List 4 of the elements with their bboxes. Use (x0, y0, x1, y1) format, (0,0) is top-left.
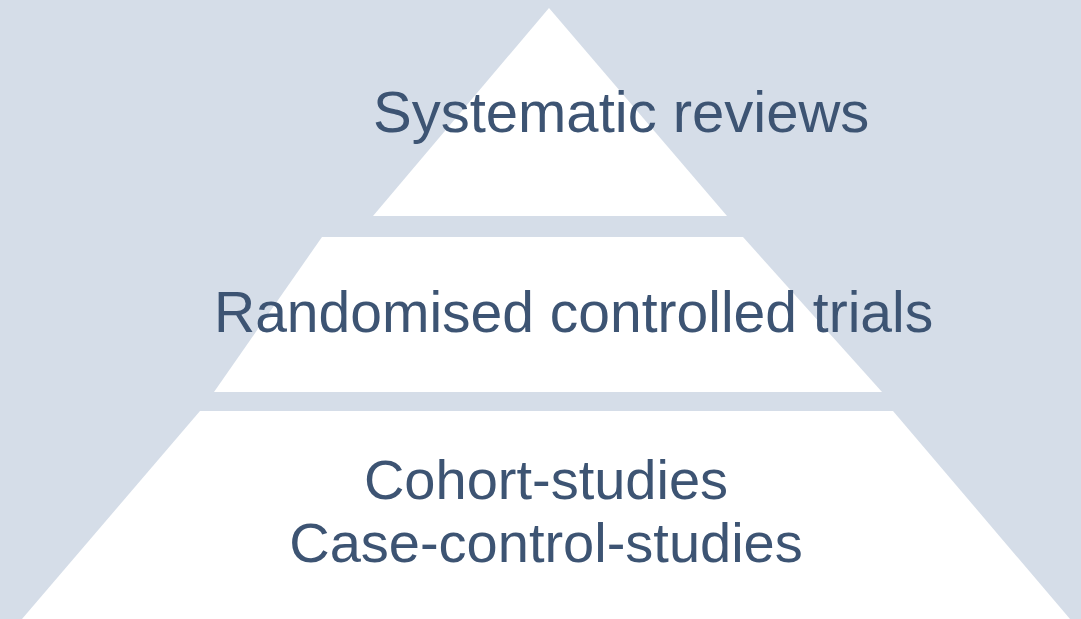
tier-label: Randomised controlled trials (214, 281, 934, 345)
tier-label: Case-control-studies (289, 511, 803, 575)
tier-label: Cohort-studies (363, 449, 729, 512)
tier-label: Systematic reviews (373, 80, 870, 145)
